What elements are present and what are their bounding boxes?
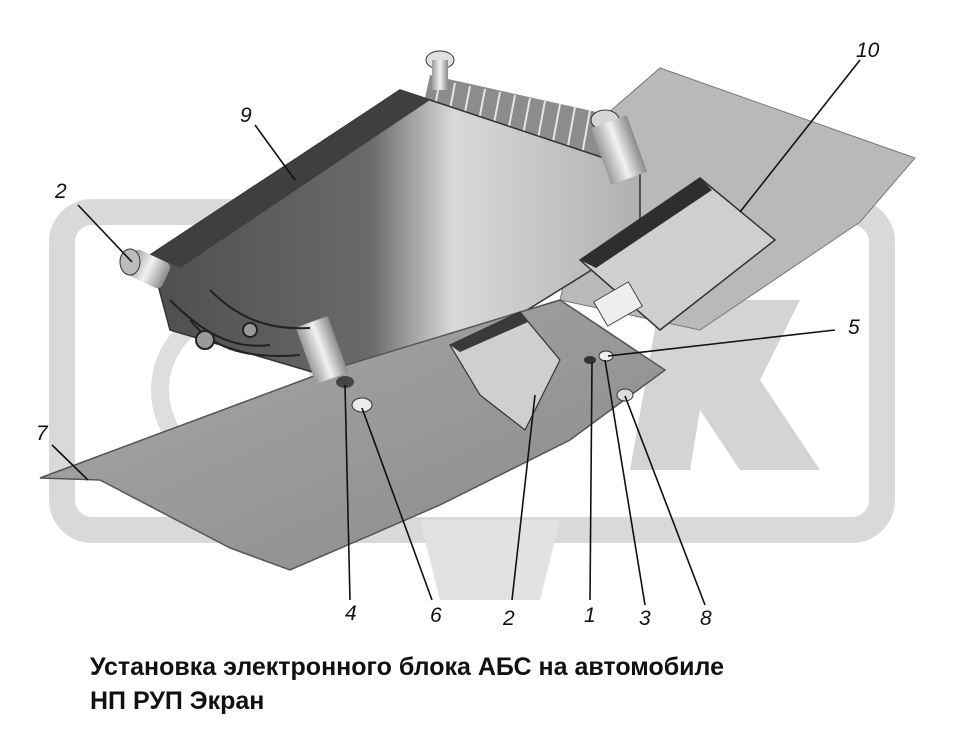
callout-8: 8 [700,607,712,630]
callout-9: 9 [240,104,252,127]
small-bracket-top [450,312,528,352]
abs-unit-top-face [150,90,430,268]
caption-line-1: Установка электронного блока АБС на авто… [90,653,724,681]
callout-7: 7 [36,422,49,445]
callout-labels: 9 2 10 5 7 4 6 2 1 3 8 [36,39,880,630]
callout-5: 5 [848,316,860,339]
connector-clip [592,281,644,327]
callout-2-bottom: 2 [502,607,515,630]
bolt-top-rear [425,50,455,90]
callout-1: 1 [584,604,596,627]
callout-6: 6 [430,604,442,627]
figure-caption: Установка электронного блока АБС на авто… [90,650,910,718]
callout-3: 3 [639,607,651,630]
nut [351,397,373,413]
abs-unit-installation-illustration: 9 2 10 5 7 4 6 2 1 3 8 [36,39,916,630]
connector-block-top [580,178,712,268]
washer [336,376,354,388]
callout-2-top: 2 [54,180,67,203]
bolt-right [590,109,648,185]
wiring-cluster [169,289,311,357]
bolt-front [295,315,349,385]
caption-line-2: НП РУП Экран [90,687,265,715]
leader-lines [51,59,861,606]
callout-4: 4 [345,602,357,625]
callout-10: 10 [856,39,880,62]
stud [616,388,634,402]
washer-small [584,356,596,364]
